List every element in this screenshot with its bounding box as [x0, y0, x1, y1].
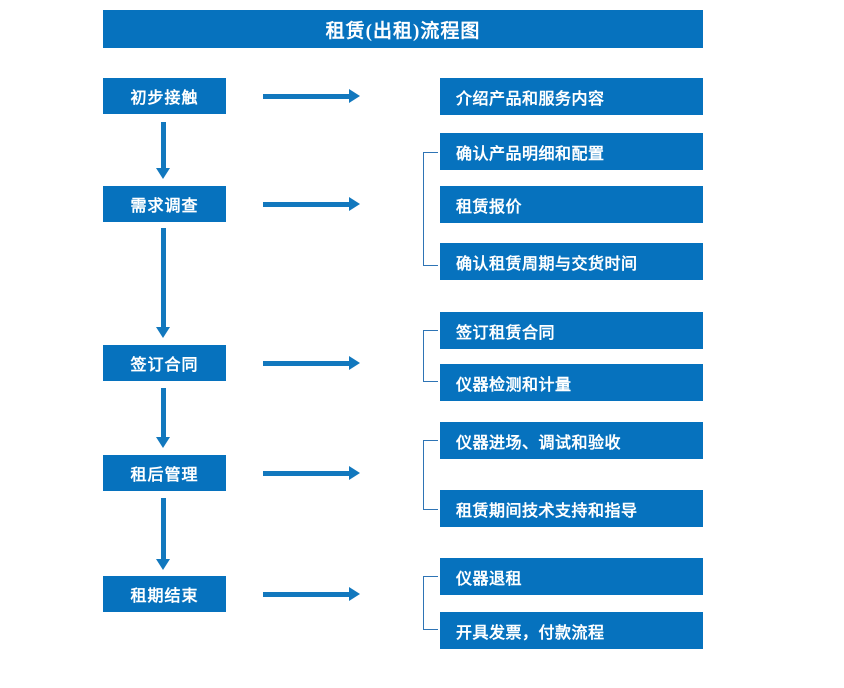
detail-box[interactable]: 仪器检测和计量: [440, 364, 703, 401]
detail-box[interactable]: 租赁报价: [440, 186, 703, 223]
detail-box[interactable]: 确认产品明细和配置: [440, 133, 703, 170]
arrow-head: [156, 168, 170, 179]
detail-box[interactable]: 确认租赁周期与交货时间: [440, 243, 703, 280]
detail-box[interactable]: 仪器退租: [440, 558, 703, 595]
flow-arrow-down-icon: [156, 122, 170, 179]
arrow-shaft: [161, 498, 166, 560]
flow-arrow-right-icon: [263, 89, 360, 103]
detail-box[interactable]: 仪器进场、调试和验收: [440, 422, 703, 459]
flow-arrow-down-icon: [156, 228, 170, 338]
flow-arrow-right-icon: [263, 356, 360, 370]
detail-box[interactable]: 介绍产品和服务内容: [440, 78, 703, 115]
flow-arrow-right-icon: [263, 466, 360, 480]
arrow-head: [349, 89, 360, 103]
arrow-shaft: [161, 228, 166, 328]
stage-box[interactable]: 初步接触: [103, 78, 226, 114]
arrow-shaft: [263, 471, 350, 476]
arrow-shaft: [161, 388, 166, 438]
arrow-head: [156, 437, 170, 448]
flow-arrow-right-icon: [263, 587, 360, 601]
arrow-shaft: [263, 592, 350, 597]
page-title: 租赁(出租)流程图: [103, 10, 703, 48]
flow-arrow-down-icon: [156, 388, 170, 448]
arrow-head: [156, 559, 170, 570]
arrow-shaft: [263, 202, 350, 207]
arrow-shaft: [161, 122, 166, 169]
detail-box[interactable]: 签订租赁合同: [440, 312, 703, 349]
arrow-shaft: [263, 94, 350, 99]
stage-box[interactable]: 签订合同: [103, 345, 226, 381]
group-bracket: [423, 152, 438, 266]
detail-box[interactable]: 租赁期间技术支持和指导: [440, 490, 703, 527]
detail-box[interactable]: 开具发票，付款流程: [440, 612, 703, 649]
flow-arrow-right-icon: [263, 197, 360, 211]
flow-arrow-down-icon: [156, 498, 170, 570]
stage-box[interactable]: 租后管理: [103, 455, 226, 491]
group-bracket: [423, 440, 438, 510]
arrow-head: [349, 587, 360, 601]
arrow-head: [349, 356, 360, 370]
group-bracket: [423, 330, 438, 382]
arrow-head: [156, 327, 170, 338]
arrow-shaft: [263, 361, 350, 366]
group-bracket: [423, 576, 438, 630]
stage-box[interactable]: 租期结束: [103, 576, 226, 612]
arrow-head: [349, 466, 360, 480]
stage-box[interactable]: 需求调查: [103, 186, 226, 222]
arrow-head: [349, 197, 360, 211]
